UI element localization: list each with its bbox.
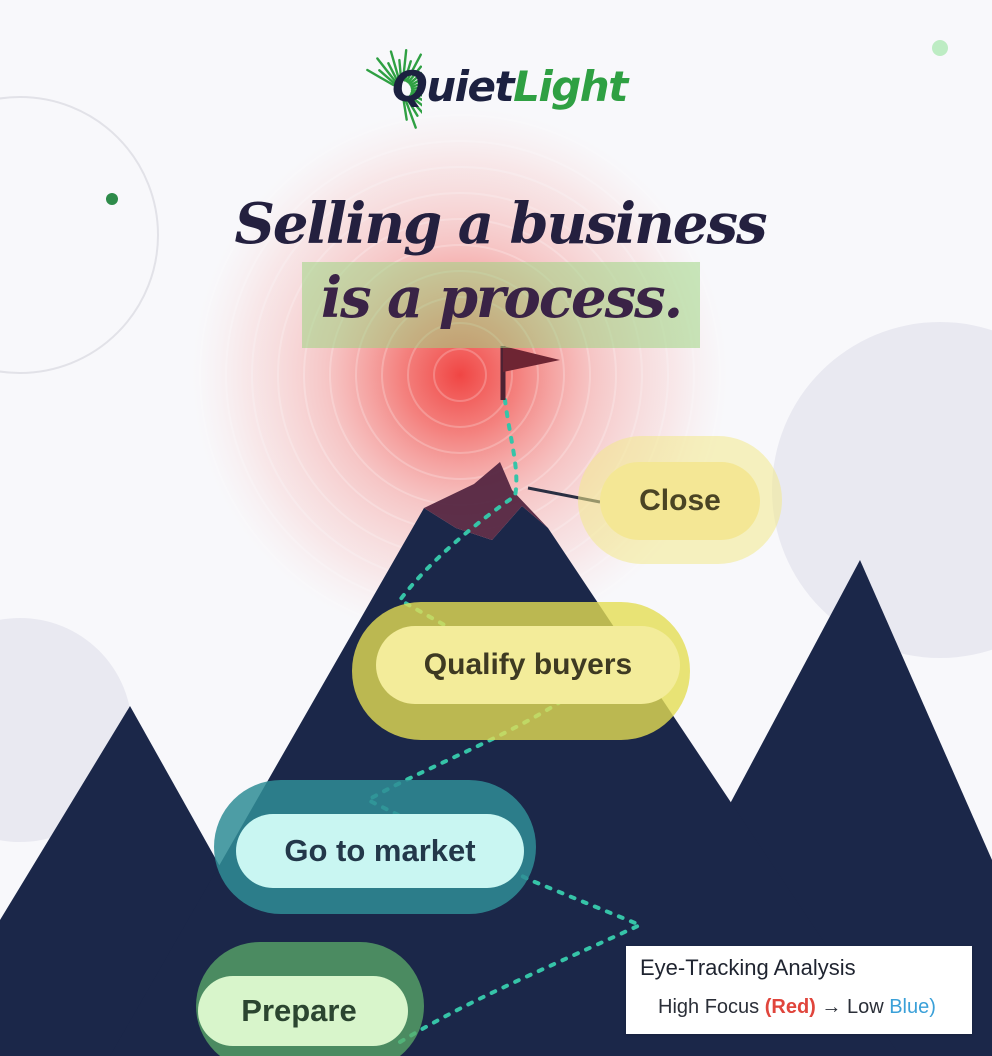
headline-line-1: Selling a business: [234, 191, 767, 257]
sunburst-ray: [366, 68, 395, 87]
sunburst-ray: [409, 93, 422, 102]
arrow-right-icon: →: [821, 996, 842, 1019]
step-go-to-market: Go to market: [236, 814, 524, 888]
decor-dot-mint: [932, 40, 948, 56]
headline-highlight: is a process.: [302, 262, 700, 348]
legend-text-low: Low: [846, 996, 890, 1019]
sunburst-ray: [376, 57, 398, 84]
sunburst-ray: [407, 65, 422, 84]
sunburst-ray: [410, 82, 422, 89]
sunburst-ray: [405, 53, 422, 83]
sunburst-ray: [408, 94, 422, 107]
sunburst-ray: [405, 97, 419, 117]
legend-high: (Red): [764, 996, 816, 1019]
heat-ring: [433, 348, 487, 402]
sunburst-ray: [389, 50, 401, 82]
legend-close-paren: ): [929, 996, 936, 1019]
sunburst-ray: [402, 98, 408, 121]
sunburst-ray: [408, 71, 422, 85]
decor-dot-green: [106, 193, 118, 205]
legend-text-high: High Focus: [658, 996, 765, 1019]
headline-line-2: is a process.: [320, 265, 683, 331]
step-prepare: Prepare: [198, 976, 408, 1046]
mountain-peak-tint: [424, 462, 548, 540]
step-qualify-buyers: Qualify buyers: [376, 626, 680, 704]
legend-low: Blue: [889, 996, 930, 1019]
sunburst-ray: [410, 86, 422, 90]
brand-name-quiet: Quiet: [392, 62, 515, 111]
brand-name-light: Light: [513, 62, 628, 111]
sunburst-ray: [378, 69, 396, 85]
sunburst-ray: [407, 96, 422, 115]
flag-icon: [503, 346, 560, 372]
decor-circle-right: [772, 322, 992, 658]
sunburst-ray: [387, 62, 399, 83]
legend-title: Eye-Tracking Analysis: [640, 955, 856, 980]
sunburst-ray: [410, 91, 422, 97]
legend-box: Eye-Tracking Analysis High Focus (Red) →…: [626, 946, 972, 1034]
sunburst-ray: [409, 77, 422, 87]
sunburst-ray: [404, 98, 417, 129]
sunburst-ray: [410, 89, 422, 93]
brand-wordmark: QuietLight: [392, 66, 628, 108]
mountain-main: [110, 506, 900, 1056]
sunburst-ray: [401, 49, 408, 82]
decor-ring: [0, 96, 159, 374]
step-close: Close: [600, 462, 760, 540]
legend-scale: High Focus (Red) → Low Blue): [658, 996, 972, 1018]
sunburst-ray: [403, 60, 412, 82]
sunburst-ray: [398, 58, 403, 82]
sunburst-icon: [366, 49, 422, 129]
brand-logo: QuietLight: [362, 42, 662, 138]
